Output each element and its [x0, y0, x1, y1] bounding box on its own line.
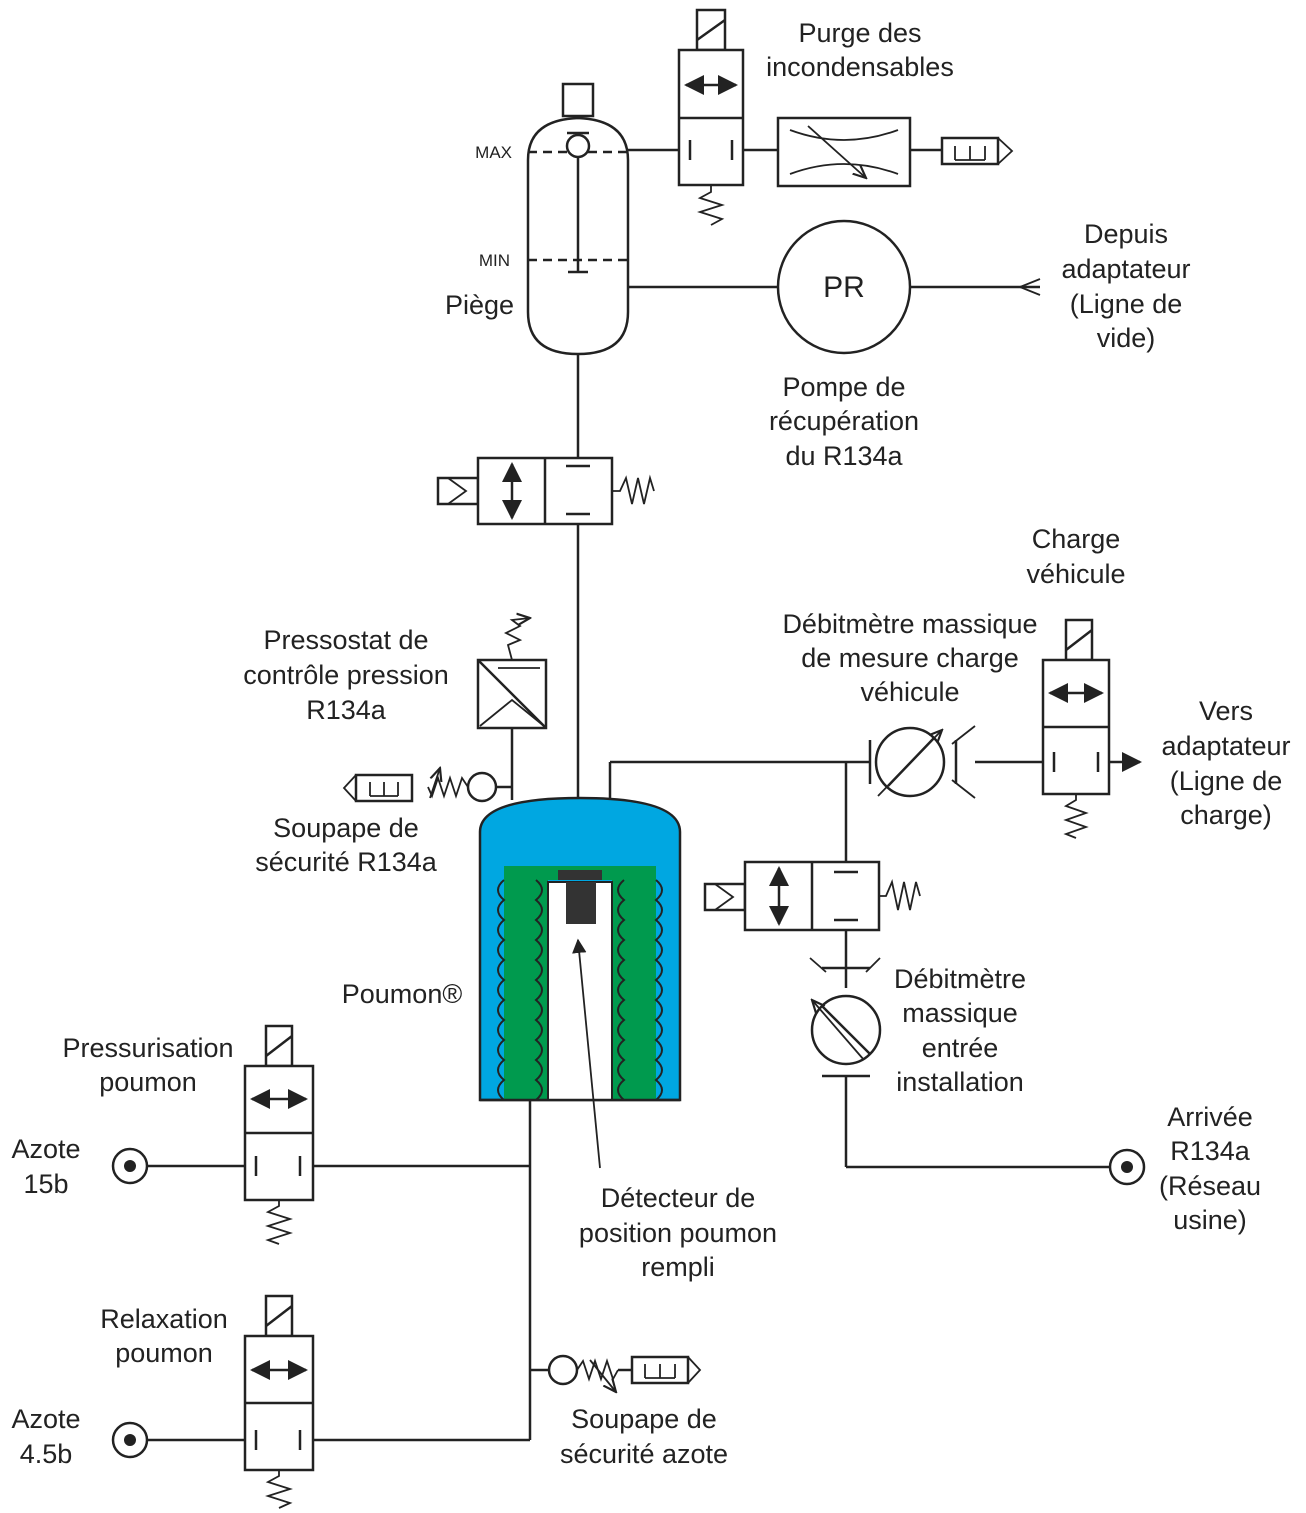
- charge-valve: [1041, 618, 1111, 839]
- pressostat-label-3: R134a: [306, 695, 387, 725]
- soupape-azote-label-2: sécurité azote: [560, 1439, 728, 1469]
- azote15-label-2: 15b: [23, 1169, 68, 1199]
- recovery-pump: PR: [776, 219, 1041, 355]
- debit-charge-label-1: Débitmètre massique: [782, 609, 1037, 639]
- relaxation-label-1: Relaxation: [100, 1304, 228, 1334]
- azote45-label-2: 4.5b: [20, 1439, 73, 1469]
- arrivee-label-4: usine): [1173, 1205, 1247, 1235]
- poumon-label: Poumon®: [342, 979, 463, 1009]
- azote15-label-1: Azote: [11, 1134, 80, 1164]
- azote-45b-inlet: [111, 1421, 149, 1459]
- charge-label-1: Charge: [1032, 524, 1121, 554]
- purge-valve: [677, 8, 745, 226]
- debit-charge-label-3: véhicule: [860, 677, 959, 707]
- debit-entree-label-3: entrée: [922, 1033, 999, 1063]
- charge-flowmeter: [868, 725, 976, 799]
- detecteur-label-2: position poumon: [579, 1218, 777, 1248]
- pressostat-label-2: contrôle pression: [243, 660, 449, 690]
- pipes: [148, 148, 1142, 1442]
- soupape-r134a-label-1: Soupape de: [273, 813, 419, 843]
- purge-silencer: [940, 136, 1014, 166]
- pompe-label-3: du R134a: [785, 441, 903, 471]
- relaxation-label-2: poumon: [115, 1338, 213, 1368]
- flow-regulator: [776, 116, 912, 188]
- debit-entree-label-2: massique: [902, 998, 1018, 1028]
- debit-entree-label-1: Débitmètre: [894, 964, 1026, 994]
- detecteur-label-1: Détecteur de: [601, 1183, 756, 1213]
- vers-label-3: (Ligne de: [1170, 766, 1283, 796]
- trap-vessel: [526, 82, 630, 356]
- poumon-tank: [478, 796, 682, 1102]
- depuis-label-1: Depuis: [1084, 219, 1168, 249]
- vers-label-2: adaptateur: [1161, 731, 1290, 761]
- piege-label: Piège: [445, 290, 514, 320]
- nitrogen-safety-valve: [547, 1354, 702, 1392]
- pressurisation-valve: [243, 1024, 315, 1245]
- pompe-label-2: récupération: [769, 406, 919, 436]
- relaxation-valve: [243, 1294, 315, 1509]
- labels: Purge des incondensables MAX MIN Piège D…: [11, 18, 1290, 1469]
- arrivee-label-3: (Réseau: [1159, 1171, 1261, 1201]
- arrivee-label-1: Arrivée: [1167, 1102, 1253, 1132]
- min-label: MIN: [479, 251, 510, 270]
- vers-label-1: Vers: [1199, 696, 1253, 726]
- depuis-label-2: adaptateur: [1061, 254, 1190, 284]
- debit-charge-label-2: de mesure charge: [801, 643, 1019, 673]
- pompe-label-1: Pompe de: [782, 372, 905, 402]
- detector-pointer: [572, 938, 601, 1169]
- charge-label-2: véhicule: [1026, 559, 1125, 589]
- pressostat-label-1: Pressostat de: [263, 625, 428, 655]
- pressurisation-label-1: Pressurisation: [62, 1033, 233, 1063]
- debit-entree-label-4: installation: [896, 1067, 1024, 1097]
- inlet-valve: [703, 860, 921, 932]
- max-label: MAX: [475, 143, 512, 162]
- pressurisation-label-2: poumon: [99, 1067, 197, 1097]
- detecteur-label-3: rempli: [641, 1252, 715, 1282]
- depuis-label-4: vide): [1097, 323, 1156, 353]
- purge-label-2: incondensables: [766, 52, 954, 82]
- r134a-inlet: [1108, 1148, 1146, 1186]
- inlet-flowmeter: [809, 957, 882, 1078]
- azote45-label-1: Azote: [11, 1404, 80, 1434]
- soupape-azote-label-1: Soupape de: [571, 1404, 717, 1434]
- azote-15b-inlet: [111, 1147, 149, 1185]
- depuis-label-3: (Ligne de: [1070, 289, 1183, 319]
- main-valve-upper: [436, 456, 655, 526]
- r134a-safety-valve: [342, 768, 498, 803]
- arrivee-label-2: R134a: [1170, 1136, 1251, 1166]
- pump-label: PR: [823, 271, 865, 304]
- purge-label-1: Purge des: [798, 18, 921, 48]
- pressure-switch: [476, 618, 548, 730]
- soupape-r134a-label-2: sécurité R134a: [255, 847, 438, 877]
- vers-label-4: charge): [1180, 800, 1272, 830]
